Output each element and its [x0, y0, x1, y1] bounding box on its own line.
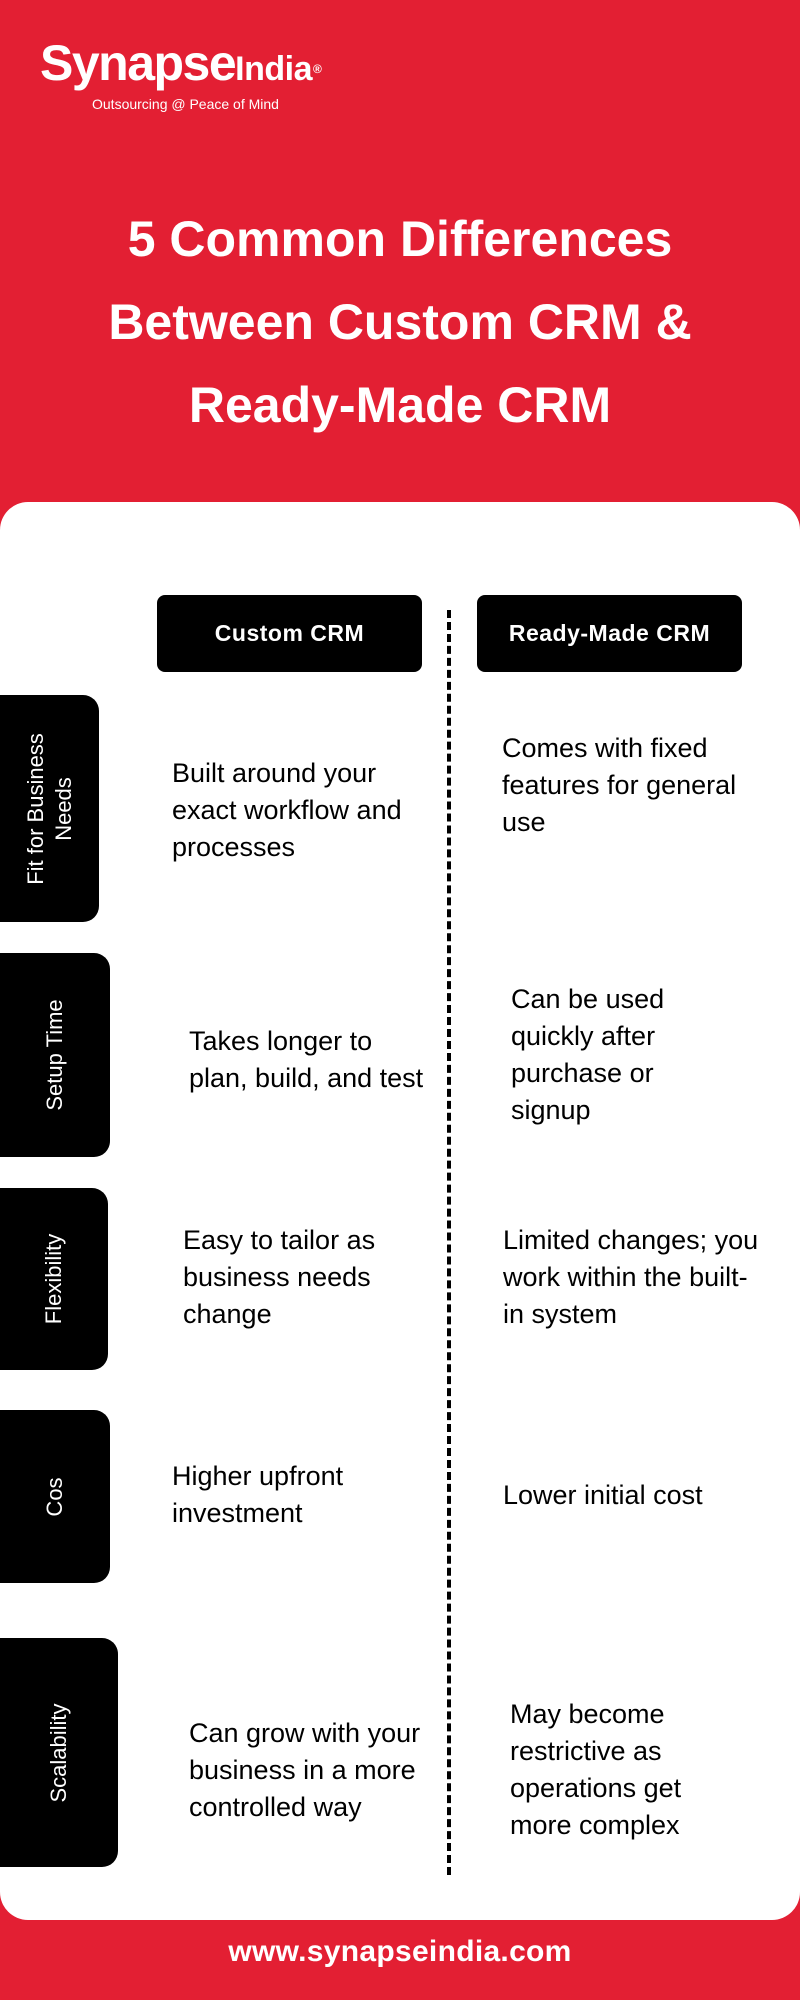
column-divider [447, 610, 451, 1875]
column-header-readymade: Ready-Made CRM [477, 595, 742, 672]
row-label-cost: Cos [0, 1410, 110, 1583]
cell-readymade-cost: Lower initial cost [503, 1479, 703, 1510]
cell-custom-fit: Built around your exact workflow and pro… [172, 757, 402, 862]
cell-readymade-setup: Can be used quickly after purchase or si… [511, 984, 665, 1125]
cell-custom-cost: Higher upfront investment [172, 1461, 344, 1528]
cell-custom-scalability: Can grow with your business in a more co… [189, 1717, 421, 1822]
cell-readymade-scalability: May become restrictive as operations get… [510, 1699, 682, 1840]
brand-tagline: Outsourcing @ Peace of Mind [92, 96, 279, 112]
row-label-text: Setup Time [42, 999, 67, 1111]
brand-logo: SynapseIndia® Outsourcing @ Peace of Min… [40, 38, 360, 112]
row-label-scalability: Scalability [0, 1638, 118, 1867]
brand-name-sub: India [235, 50, 313, 88]
brand-name-main: Synapse [40, 35, 237, 91]
row-label-text: Flexibility [41, 1233, 66, 1325]
row-label-flexibility: Flexibility [0, 1188, 108, 1370]
column-header-custom: Custom CRM [157, 595, 422, 672]
cell-custom-flexibility: Easy to tailor as business needs change [183, 1224, 376, 1329]
brand-name: SynapseIndia® [40, 38, 360, 94]
row-label-setup-time: Setup Time [0, 953, 110, 1157]
page-title: 5 Common Differences Between Custom CRM … [108, 211, 692, 433]
cell-readymade-fit: Comes with fixed features for general us… [502, 732, 737, 837]
website-link[interactable]: www.synapseindia.com [228, 1935, 572, 1968]
row-label-text: Scalability [46, 1702, 71, 1803]
registered-mark: ® [313, 62, 322, 76]
row-label-text: Fit for Business Needs [22, 732, 76, 885]
cell-custom-setup: Takes longer to plan, build, and test [189, 1026, 424, 1093]
row-label-text: Cos [42, 1476, 67, 1517]
comparison-card [0, 502, 800, 1920]
cell-readymade-flexibility: Limited changes; you work within the bui… [503, 1224, 759, 1329]
row-label-fit-for-business-needs: Fit for Business Needs [0, 695, 99, 922]
